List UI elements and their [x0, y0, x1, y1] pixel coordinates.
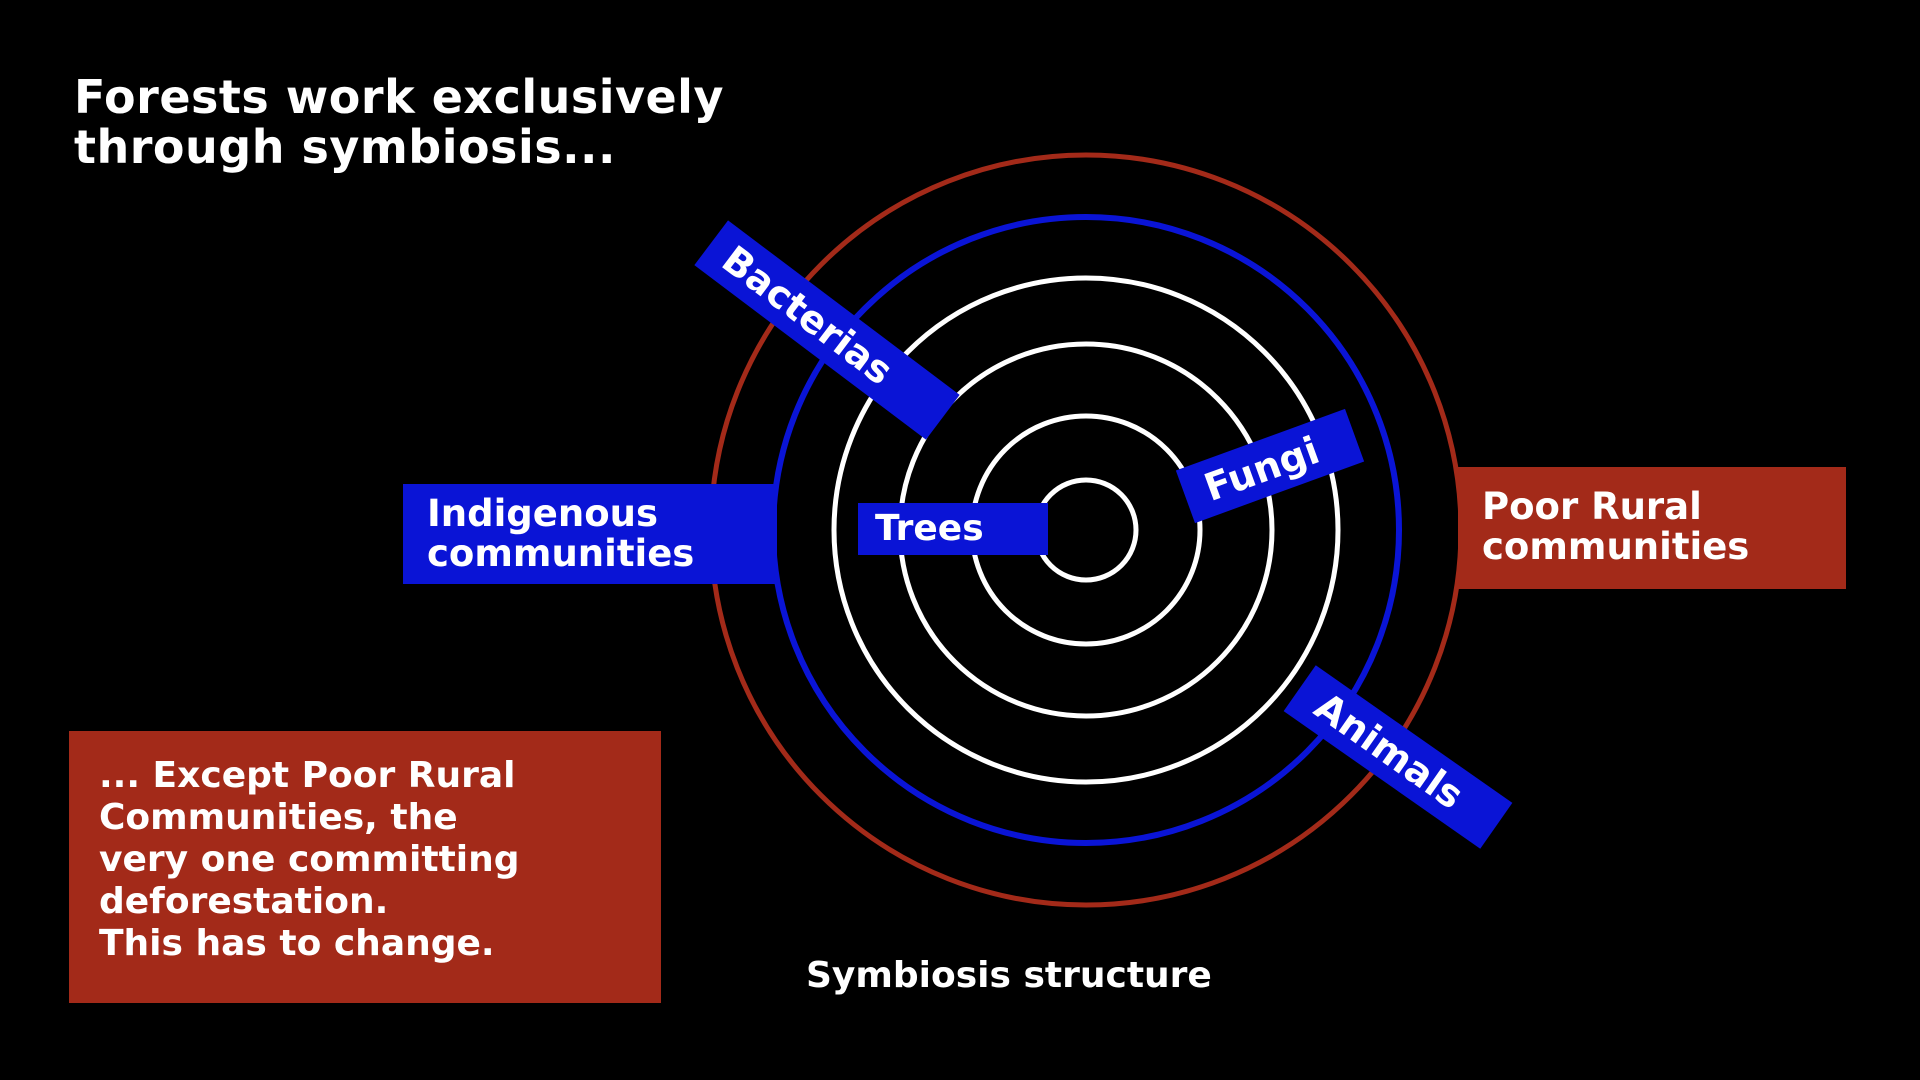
ring-bacterias: [831, 275, 1341, 785]
label-trees: Trees: [858, 503, 1048, 555]
ring-poor-rural: [708, 152, 1464, 908]
label-indigenous-communities: Indigenous communities: [403, 484, 777, 584]
callout-box: ... Except Poor Rural Communities, the v…: [69, 731, 661, 1003]
ring-trees-core: [1033, 477, 1139, 583]
label-poor-rural-communities: Poor Rural communities: [1458, 467, 1846, 589]
page-title: Forests work exclusively through symbios…: [74, 70, 724, 174]
diagram-caption: Symbiosis structure: [806, 955, 1212, 996]
